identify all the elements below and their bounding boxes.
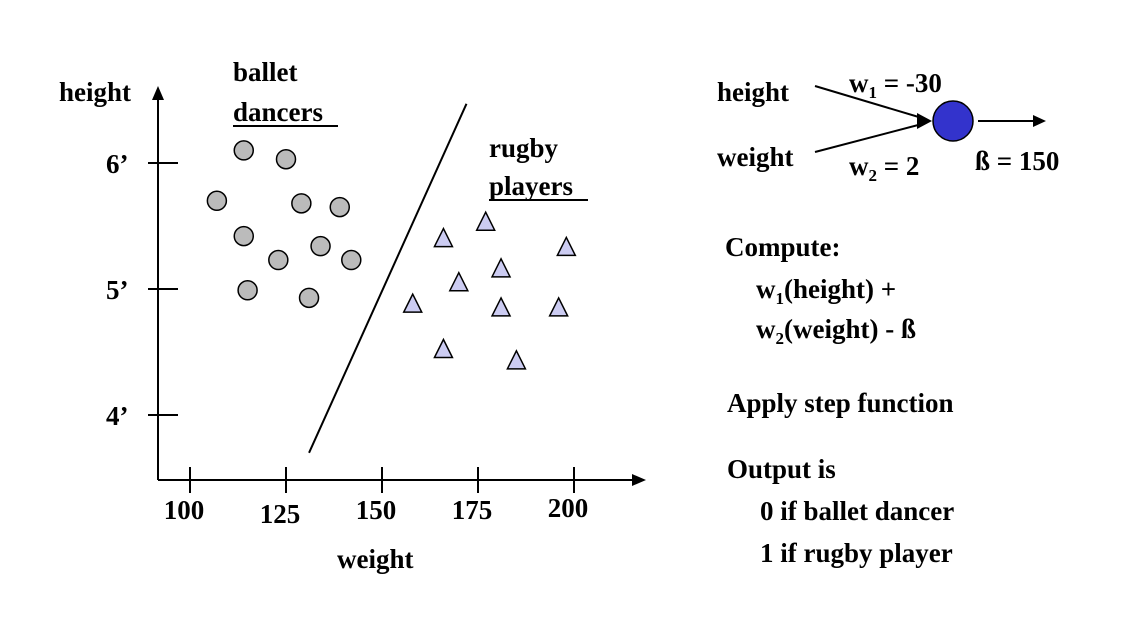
compute-line-1: w1(height) + <box>756 274 896 308</box>
y-axis-arrow <box>152 86 164 100</box>
x-tick-label: 175 <box>452 495 493 525</box>
x-ticks: 100 125 150 175 200 <box>164 467 589 529</box>
output-1-text: 1 if rugby player <box>760 538 953 568</box>
y-ticks: 6’ 5’ 4’ <box>106 149 178 431</box>
instructions: Compute: w1(height) + w2(weight) - ß App… <box>725 232 954 568</box>
x-tick-label: 150 <box>356 495 397 525</box>
rugby-player-point <box>556 235 577 257</box>
x-tick-label: 125 <box>260 499 301 529</box>
rugby-label-line2: players <box>489 171 573 201</box>
ballet-dancer-point <box>268 249 289 271</box>
weight-w1-label: w1 = -30 <box>849 68 942 102</box>
rugby-player-point <box>490 257 512 278</box>
y-tick-label: 6’ <box>106 149 129 179</box>
rugby-player-point <box>433 226 454 248</box>
y-tick-label: 4’ <box>106 401 129 431</box>
compute-line-2: w2(weight) - ß <box>756 314 916 348</box>
step-function-text: Apply step function <box>727 388 954 418</box>
rugby-player-point <box>490 296 512 317</box>
scatter-plot: height weight 6’ 5’ 4’ 100 125 150 175 200 bal… <box>59 57 646 574</box>
neuron-node <box>932 100 974 142</box>
y-tick-label: 5’ <box>106 275 129 305</box>
rugby-player-point <box>448 271 470 292</box>
compute-heading: Compute: <box>725 232 841 262</box>
bias-label: ß = 150 <box>975 146 1059 176</box>
ballet-label-line2: dancers <box>233 97 323 127</box>
input-height-edge <box>814 85 923 119</box>
ballet-dancer-point <box>233 140 255 161</box>
ballet-dancer-point <box>310 235 331 257</box>
input-height-label: height <box>717 77 789 107</box>
rugby-player-point <box>433 337 454 359</box>
perceptron-unit: height weight w1 = -30 w2 = 2 ß = 150 <box>717 68 1059 185</box>
output-arrowhead <box>1033 115 1046 127</box>
x-axis-arrow <box>632 474 646 486</box>
y-axis-label: height <box>59 77 131 107</box>
ballet-dancer-point <box>291 193 312 214</box>
rugby-player-point <box>548 296 569 317</box>
rugby-points <box>402 210 577 370</box>
input-arrowhead <box>917 113 932 129</box>
input-weight-edge <box>814 123 923 153</box>
ballet-dancer-point <box>206 190 228 212</box>
decision-boundary-line <box>308 103 468 454</box>
ballet-points <box>206 140 362 309</box>
rugby-player-point <box>475 210 496 231</box>
rugby-label-line1: rugby <box>489 133 559 163</box>
ballet-dancer-point <box>329 196 351 218</box>
ballet-dancer-point <box>298 287 320 309</box>
ballet-dancer-point <box>275 148 297 170</box>
rugby-player-point <box>506 349 527 370</box>
output-0-text: 0 if ballet dancer <box>760 496 954 526</box>
ballet-dancer-point <box>341 249 362 271</box>
x-tick-label: 100 <box>164 495 205 525</box>
input-weight-label: weight <box>717 142 794 172</box>
ballet-label-line1: ballet <box>233 57 298 87</box>
weight-w2-label: w2 = 2 <box>849 151 919 185</box>
rugby-player-point <box>402 292 423 313</box>
x-axis-label: weight <box>337 544 414 574</box>
x-tick-label: 200 <box>548 493 589 523</box>
output-heading: Output is <box>727 454 836 484</box>
ballet-dancer-point <box>233 225 255 247</box>
ballet-dancer-point <box>237 280 258 301</box>
